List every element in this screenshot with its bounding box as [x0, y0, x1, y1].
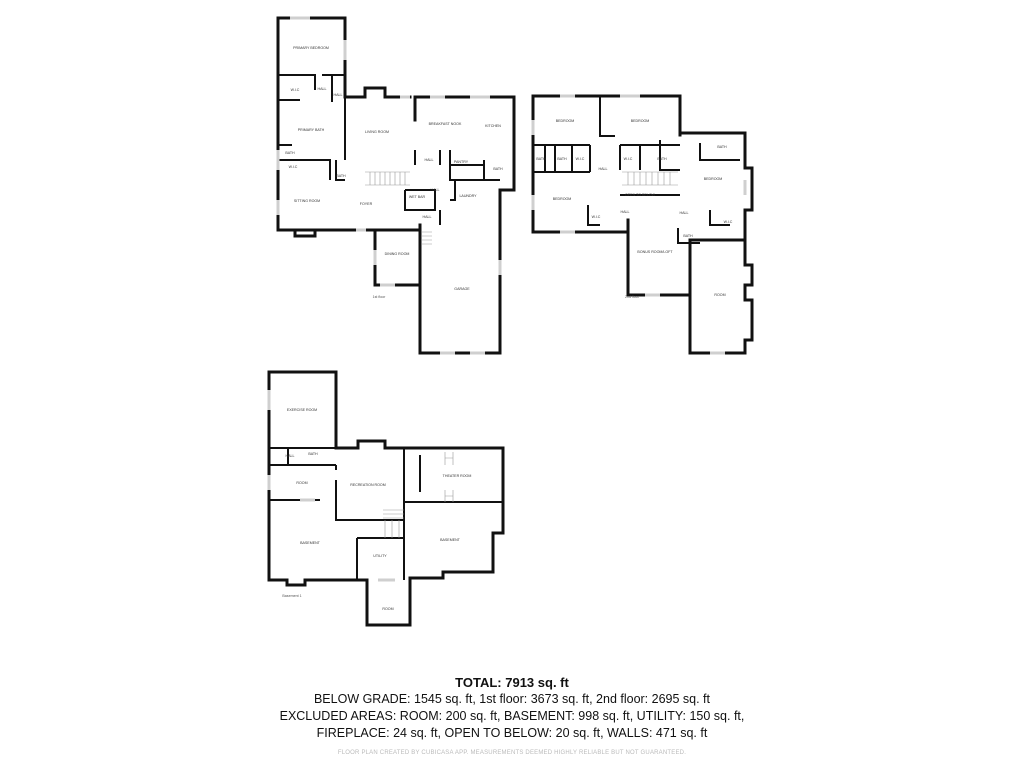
room-label: RECREATION ROOM: [350, 483, 385, 487]
room-label: BATH: [308, 452, 318, 456]
room-label: DINING ROOM: [385, 252, 410, 256]
second-floor-room-labels: BEDROOM BEDROOM BATH BATH W.I.C HALL W.I…: [536, 119, 732, 297]
room-label: BATH: [657, 157, 667, 161]
basement-plan: EXERCISE ROOM HALL BATH ROOM RECREATION …: [267, 370, 505, 627]
room-label: W.I.C: [624, 157, 633, 161]
room-label: W.I.C: [576, 157, 585, 161]
room-label: BATH: [557, 157, 567, 161]
room-label: EXERCISE ROOM: [287, 408, 317, 412]
room-label: OPEN TO BELOW: [625, 193, 656, 197]
room-label: BATH: [493, 167, 503, 171]
room-label: BATH: [717, 145, 727, 149]
room-label: ROOM: [296, 481, 307, 485]
room-label: ROOM: [382, 607, 393, 611]
room-label: BREAKFAST NOOK: [429, 122, 462, 126]
room-label: HALL: [431, 188, 440, 192]
room-label: GARAGE: [454, 287, 470, 291]
room-label: W.I.C: [289, 165, 298, 169]
room-label: UTILITY: [373, 554, 387, 558]
room-label: BATH: [536, 157, 546, 161]
room-label: PRIMARY BEDROOM: [293, 46, 329, 50]
room-label: BONUS ROOM/LOFT: [637, 250, 673, 254]
floor-label-second: 2nd floor: [625, 295, 640, 299]
room-label: W.I.C: [592, 215, 601, 219]
floor-label-first: 1st floor: [373, 295, 387, 299]
room-label: HALL: [621, 210, 630, 214]
room-label: ROOM: [714, 293, 725, 297]
room-label: LIVING ROOM: [365, 130, 389, 134]
room-label: BASEMENT: [300, 541, 321, 545]
excluded-areas: EXCLUDED AREAS: ROOM: 200 sq. ft, BASEME…: [279, 709, 745, 723]
room-label: W.I.C: [724, 220, 733, 224]
room-label: W.I.C: [291, 88, 300, 92]
room-label: BATH: [683, 234, 693, 238]
room-label: BATH: [336, 174, 346, 178]
room-label: THEATER ROOM: [443, 474, 472, 478]
second-floor-plan: BEDROOM BEDROOM BATH BATH W.I.C HALL W.I…: [531, 94, 754, 355]
first-floor-room-labels: PRIMARY BEDROOM W.I.C HALL HALL PRIMARY …: [285, 46, 503, 291]
room-label: LAUNDRY: [459, 194, 477, 198]
room-label: HALL: [334, 93, 343, 97]
floor-label-basement: Basement 1: [282, 594, 301, 598]
room-label: HALL: [425, 158, 434, 162]
excluded-areas-cont: FIREPLACE: 24 sq. ft, OPEN TO BELOW: 20 …: [316, 726, 708, 740]
room-label: FOYER: [360, 202, 373, 206]
room-label: BEDROOM: [556, 119, 575, 123]
room-label: HALL: [318, 87, 327, 91]
room-label: PRIMARY BATH: [298, 128, 325, 132]
room-label: BEDROOM: [553, 197, 572, 201]
disclaimer: FLOOR PLAN CREATED BY CUBICASA APP. MEAS…: [337, 750, 687, 756]
room-label: BATH: [285, 151, 295, 155]
area-breakdown: BELOW GRADE: 1545 sq. ft, 1st floor: 367…: [313, 692, 711, 706]
room-label: BEDROOM: [704, 177, 723, 181]
area-summary: TOTAL: 7913 sq. ft BELOW GRADE: 1545 sq.…: [0, 674, 1024, 756]
floor-plan: PRIMARY BEDROOM W.I.C HALL HALL PRIMARY …: [267, 16, 754, 627]
room-label: BEDROOM: [631, 119, 650, 123]
room-label: HALL: [599, 167, 608, 171]
total-area: TOTAL: 7913 sq. ft: [455, 675, 569, 690]
room-label: HALL: [423, 215, 432, 219]
room-label: HALL: [680, 211, 689, 215]
room-label: HALL: [286, 454, 295, 458]
room-label: WET BAR: [409, 195, 426, 199]
first-floor-plan: PRIMARY BEDROOM W.I.C HALL HALL PRIMARY …: [276, 16, 516, 355]
basement-room-labels: EXERCISE ROOM HALL BATH ROOM RECREATION …: [286, 408, 472, 611]
room-label: PANTRY: [454, 160, 469, 164]
room-label: KITCHEN: [485, 124, 501, 128]
room-label: BASEMENT: [440, 538, 461, 542]
room-label: SITTING ROOM: [294, 199, 320, 203]
